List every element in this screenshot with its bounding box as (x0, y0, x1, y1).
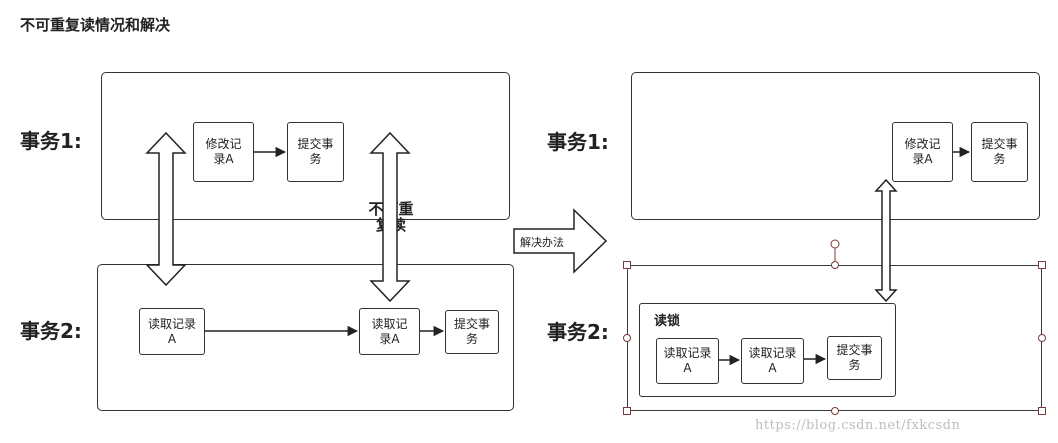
right-tx1-label: 事务1: (547, 130, 609, 154)
selection-handle (623, 334, 631, 342)
watermark: https://blog.csdn.net/fxkcsdn (755, 418, 961, 433)
left-read2-node: 读取记录A (359, 308, 420, 355)
solution-arrow-shape (513, 208, 608, 274)
right-read2-node: 读取记录A (741, 338, 804, 384)
right-modify-node: 修改记录A (892, 122, 953, 182)
left-tx1-label: 事务1: (20, 129, 82, 153)
left-modify-node: 修改记录A (193, 122, 254, 182)
left-commit2-node: 提交事务 (445, 310, 499, 354)
selection-handle (623, 407, 631, 415)
left-tx2-label: 事务2: (20, 319, 82, 343)
right-commit1-node: 提交事务 (971, 122, 1028, 182)
left-double-arrow-2 (369, 131, 411, 303)
left-double-arrow-1 (145, 131, 187, 287)
left-read1-node: 读取记录A (139, 308, 205, 355)
right-tx2-label: 事务2: (547, 320, 609, 344)
selection-handle (831, 407, 839, 415)
solution-arrow-label: 解决办法 (520, 236, 564, 249)
right-commit2-node: 提交事务 (827, 336, 882, 380)
left-commit1-node: 提交事务 (287, 122, 344, 182)
right-read1-node: 读取记录A (656, 338, 719, 384)
selection-handle (831, 261, 839, 269)
right-double-arrow (874, 178, 898, 303)
selection-handle (1038, 261, 1046, 269)
diagram-title: 不可重复读情况和解决 (19, 16, 170, 34)
selection-handle (1038, 407, 1046, 415)
selection-handle (623, 261, 631, 269)
selection-handle (1038, 334, 1046, 342)
rotate-handle (830, 239, 840, 249)
read-lock-label: 读锁 (654, 314, 681, 329)
